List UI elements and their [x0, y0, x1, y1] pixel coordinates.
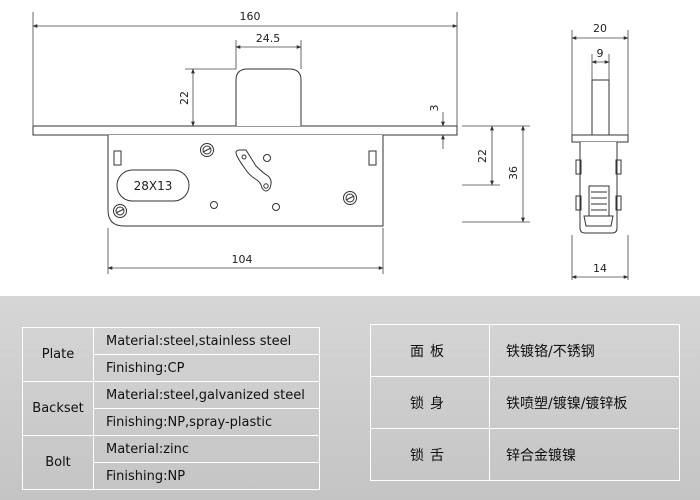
slot-left-top [113, 150, 122, 166]
front-view [32, 68, 458, 227]
slot-right-top [368, 150, 377, 166]
side-bolt [591, 79, 610, 136]
table-row: Backset Material:steel,galvanized steel [22, 381, 320, 436]
lock-technical-drawing: 160 24.5 22 3 22 36 104 20 9 14 28X13 [32, 10, 629, 280]
group-bolt: Bolt [22, 435, 94, 490]
plate-finishing: Finishing:CP [93, 354, 320, 382]
chinese-spec-table: 面板 铁镀铬/不锈钢 锁身 铁喷塑/镀镍/镀锌板 锁舌 锌合金镀镍 [370, 324, 680, 481]
dim-160: 160 [240, 10, 261, 23]
latch-lever [235, 149, 272, 192]
face-plate [32, 125, 458, 136]
cn-desc-plate: 铁镀铬/不锈钢 [489, 324, 680, 377]
table-row: Bolt Material:zinc [22, 435, 320, 490]
backset-material: Material:steel,galvanized steel [93, 381, 320, 409]
middle-dimensions [462, 125, 530, 223]
cn-part-case: 锁身 [370, 376, 490, 429]
cn-part-plate: 面板 [370, 324, 490, 377]
cn-part-bolt: 锁舌 [370, 428, 490, 481]
screw-bottom-right [343, 191, 357, 205]
table-row: 锁舌 锌合金镀镍 [370, 428, 680, 481]
dim-36: 36 [507, 166, 520, 180]
dim-3: 3 [428, 105, 441, 112]
hole-3 [272, 203, 280, 211]
plate-material: Material:steel,stainless steel [93, 327, 320, 355]
table-row: Finishing:NP [23, 462, 320, 490]
slot-label: 28X13 [134, 179, 173, 193]
side-dimensions [571, 30, 629, 280]
lock-case [107, 135, 384, 227]
screw-bottom-left [113, 204, 127, 218]
bolt-material: Material:zinc [93, 435, 320, 463]
side-body [579, 142, 618, 234]
dim-14: 14 [593, 262, 607, 275]
bolt-finishing: Finishing:NP [93, 462, 320, 490]
group-backset: Backset [22, 381, 94, 436]
dim-104: 104 [232, 253, 253, 266]
dim-22-side: 22 [476, 149, 489, 163]
table-row: Finishing:CP [23, 354, 320, 382]
dim-9: 9 [597, 47, 604, 60]
hole-1 [263, 154, 271, 162]
cn-desc-bolt: 锌合金镀镍 [489, 428, 680, 481]
dim-22-bolt: 22 [178, 91, 191, 105]
table-row: Plate Material:steel,stainless steel [22, 327, 320, 382]
group-plate: Plate [22, 327, 94, 382]
side-view [571, 79, 629, 234]
oval-cutout [116, 169, 190, 202]
dim-20: 20 [593, 22, 607, 35]
side-plate [571, 134, 629, 143]
bolt [235, 68, 302, 126]
screw-top [200, 143, 214, 157]
backset-finishing: Finishing:NP,spray-plastic [93, 408, 320, 436]
english-spec-table: Plate Material:steel,stainless steel Fin… [22, 327, 320, 490]
cn-desc-case: 铁喷塑/镀镍/镀锌板 [489, 376, 680, 429]
table-row: 锁身 铁喷塑/镀镍/镀锌板 [370, 376, 680, 429]
table-row: 面板 铁镀铬/不锈钢 [370, 324, 680, 377]
hole-2 [210, 201, 218, 209]
front-dimensions [32, 12, 458, 274]
dim-24-5: 24.5 [256, 32, 281, 45]
